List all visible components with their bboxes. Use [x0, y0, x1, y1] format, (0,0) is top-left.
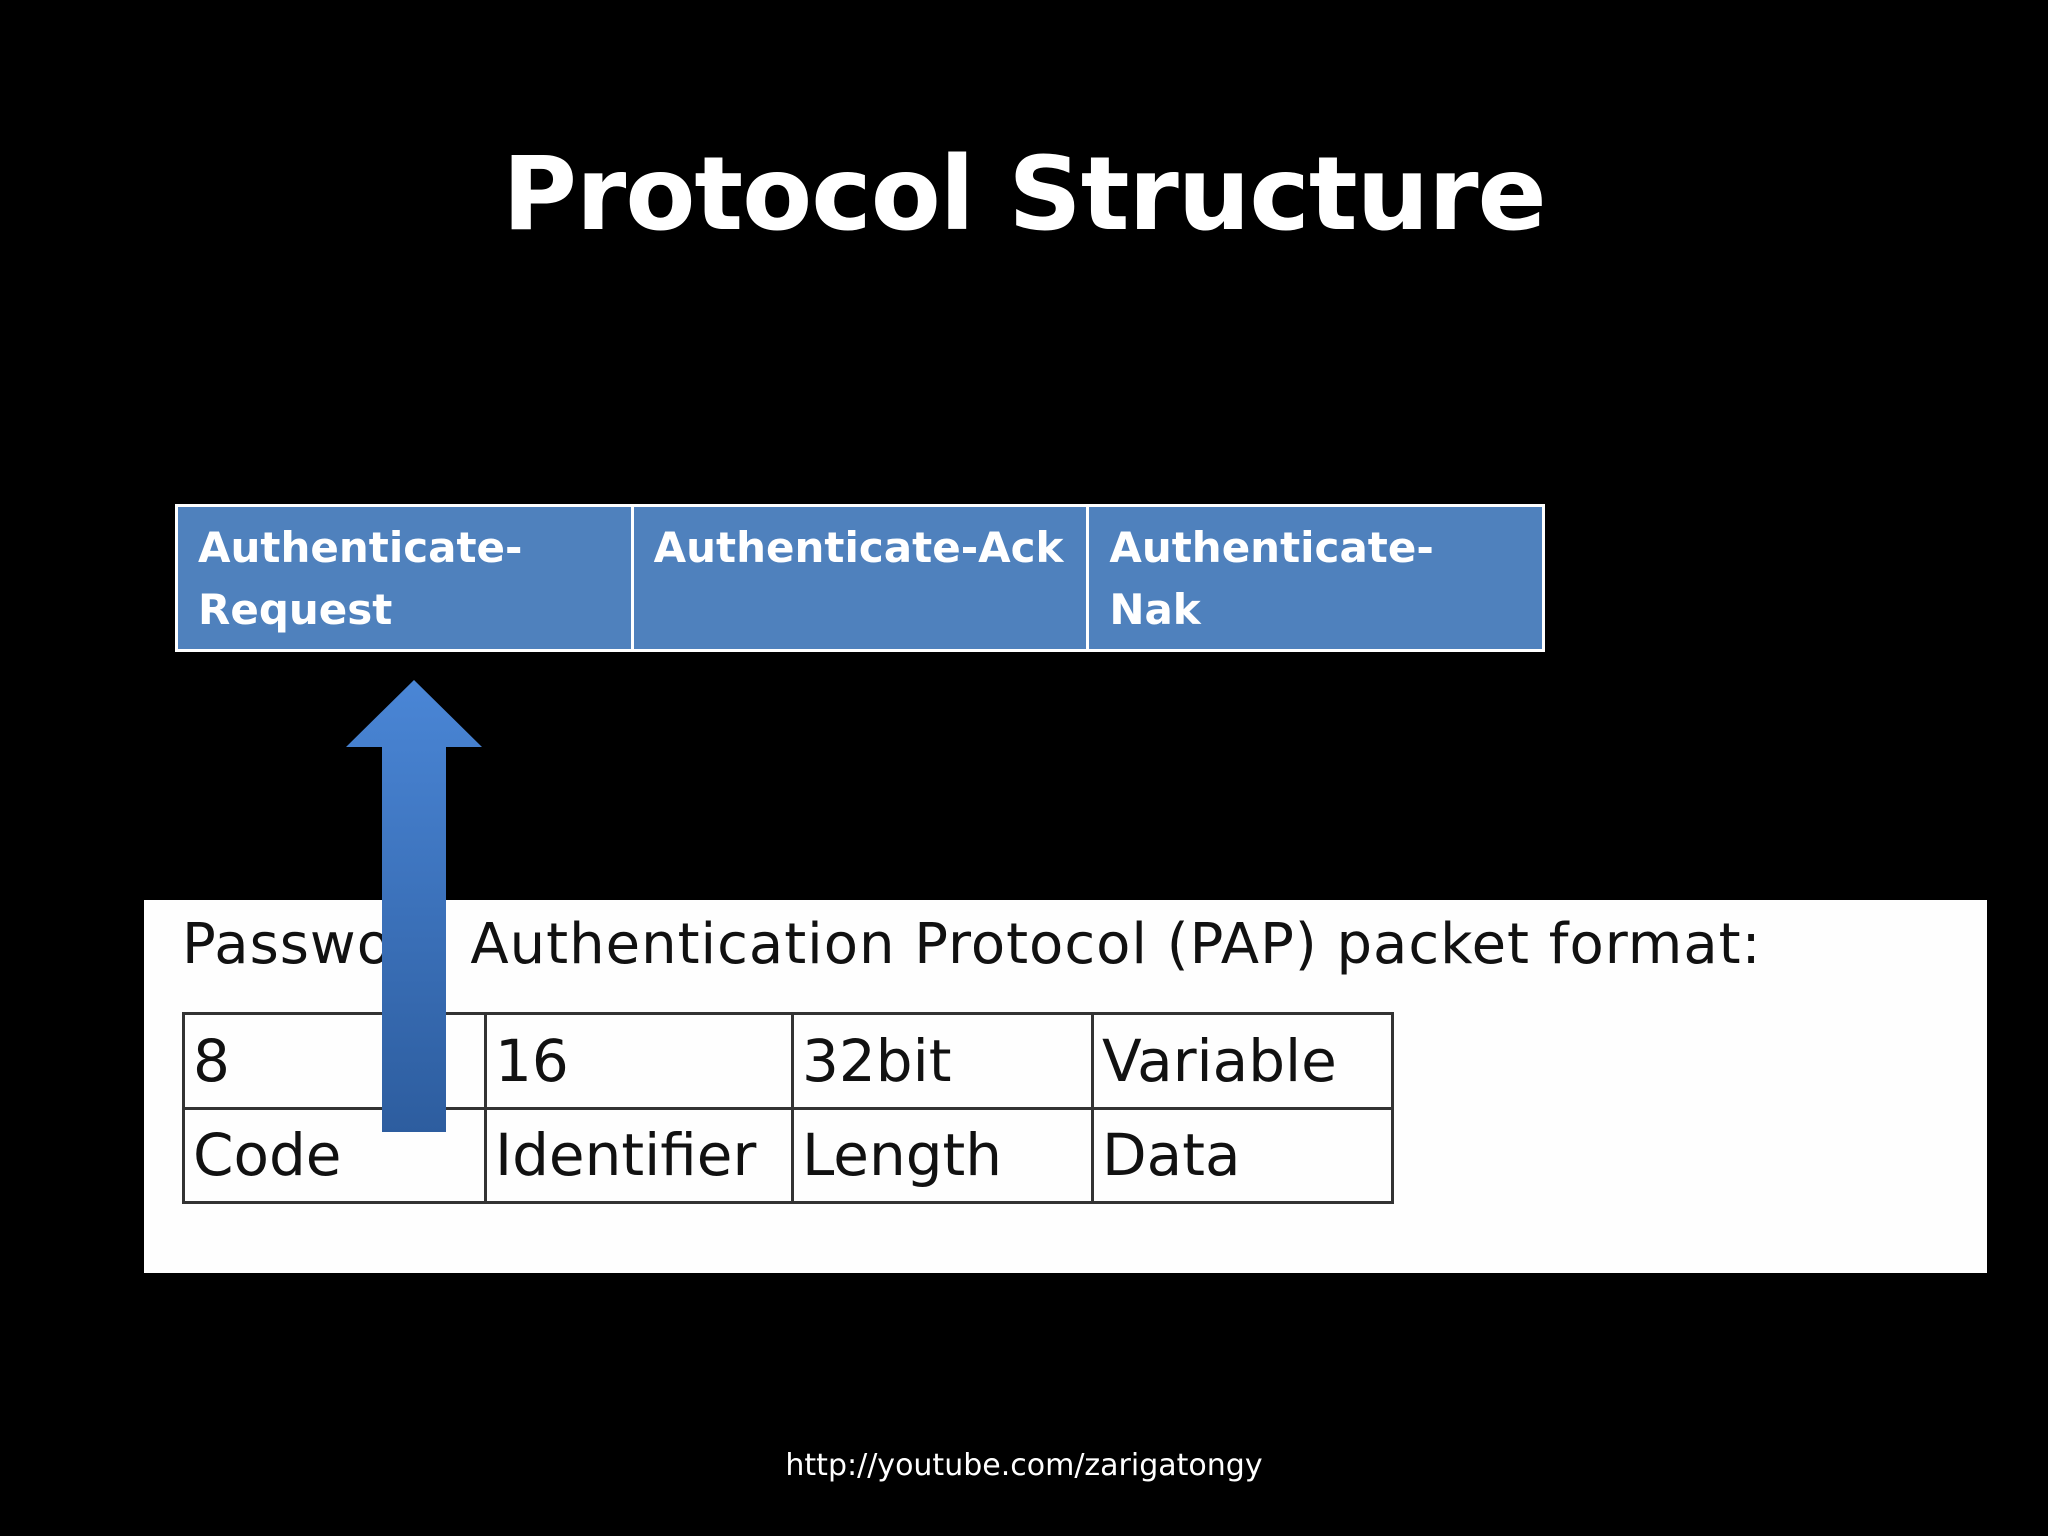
- packet-field-identifier: Identifier: [484, 1106, 794, 1204]
- packet-size-identifier: 16: [484, 1012, 794, 1110]
- slide-title: Protocol Structure: [502, 135, 1546, 254]
- footer-url: http://youtube.com/zarigatongy: [785, 1448, 1263, 1483]
- message-types-row: Authenticate-Request Authenticate-Ack Au…: [175, 504, 1545, 652]
- packet-size-length: 32bit: [791, 1012, 1094, 1110]
- message-type-request: Authenticate-Request: [175, 504, 634, 652]
- packet-field-data: Data: [1091, 1106, 1394, 1204]
- packet-field-length: Length: [791, 1106, 1094, 1204]
- packet-size-data: Variable: [1091, 1012, 1394, 1110]
- message-type-ack: Authenticate-Ack: [630, 504, 1090, 652]
- up-arrow-icon: [346, 680, 482, 1132]
- message-types-table: Authenticate-Request Authenticate-Ack Au…: [175, 504, 1545, 652]
- message-type-nak: Authenticate-Nak: [1086, 504, 1545, 652]
